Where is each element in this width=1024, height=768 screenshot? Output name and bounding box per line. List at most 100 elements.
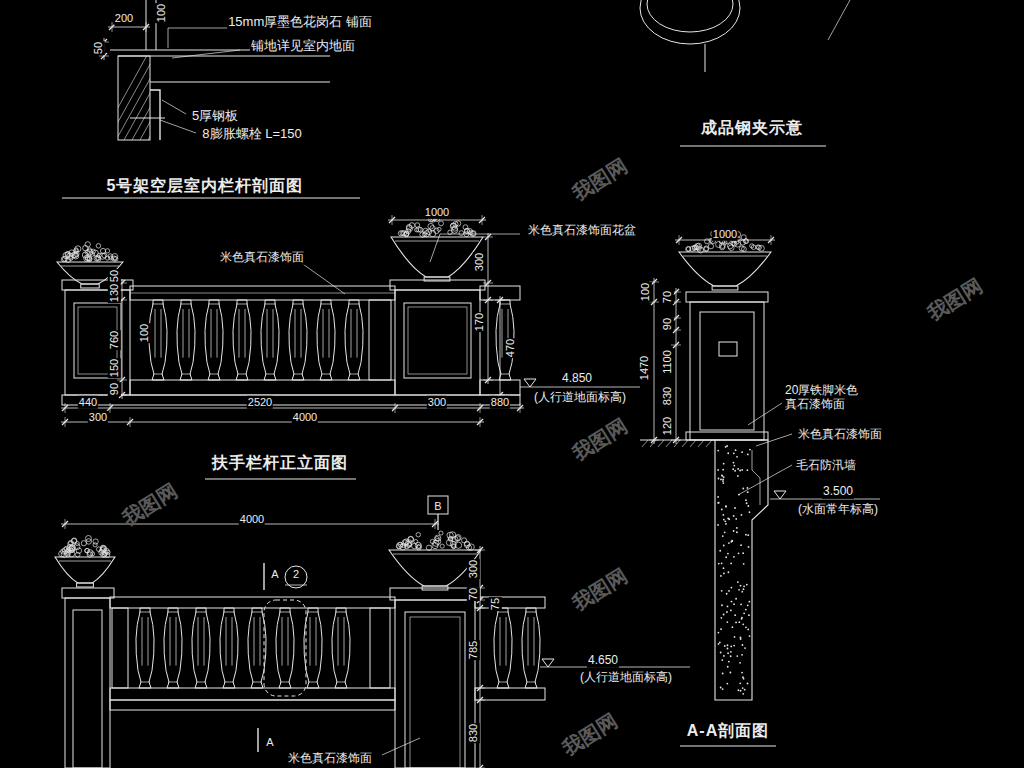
dim-ext [679, 235, 680, 245]
dimension-text-anchor: 300 [88, 407, 108, 425]
rubble-dot [742, 687, 744, 689]
dimension-text-anchor: 150 [104, 358, 122, 378]
rubble-dot [737, 468, 739, 470]
rubble-dot [733, 515, 735, 517]
handrail [475, 597, 545, 608]
flute [183, 309, 184, 358]
flute [301, 309, 302, 358]
rubble-dot [736, 527, 738, 529]
flower [452, 536, 458, 542]
collar [292, 304, 304, 305]
flower [439, 221, 444, 226]
collar [153, 374, 163, 375]
watermark: 我图网 [568, 414, 633, 466]
rubble-dot [742, 488, 744, 490]
dim-ext [475, 608, 485, 609]
flute [211, 309, 212, 358]
flower [93, 250, 99, 256]
dimension-text: 120 [661, 416, 674, 436]
dimension-text: 830 [467, 723, 480, 743]
flower [467, 228, 472, 233]
collar [196, 682, 206, 683]
collar [264, 304, 276, 305]
rubble-dot [722, 482, 724, 484]
flower [743, 239, 747, 243]
rubble-dot [734, 636, 736, 638]
drawing-title-anchor: 成品钢夹示意 [700, 119, 804, 137]
rubble-dot [734, 614, 736, 616]
bowl-rim [59, 561, 111, 562]
dimension-text: 100 [639, 282, 652, 302]
flower [105, 249, 109, 253]
annotation: 5厚钢板 [191, 109, 239, 124]
rubble-dot [743, 563, 745, 565]
rubble-dot [740, 638, 742, 640]
dim-ext [65, 417, 66, 427]
dimension-text: 100 [155, 3, 168, 23]
collar [497, 612, 509, 613]
clamp-ring [647, 0, 733, 32]
flute [148, 617, 149, 666]
collar [525, 612, 537, 613]
hatch-line [148, 56, 150, 140]
rubble-dot [724, 645, 726, 647]
flower [751, 245, 756, 250]
dim-line [388, 220, 486, 221]
flute [273, 309, 274, 358]
flower [704, 239, 709, 244]
annotation-anchor: (人行道地面标高) [579, 667, 673, 685]
hatch-line [140, 56, 150, 140]
section-mark-letter: A [270, 568, 279, 581]
baluster [177, 300, 195, 380]
collar [208, 304, 220, 305]
rubble-dot [748, 546, 750, 548]
rubble-dot [723, 545, 725, 547]
detail-circle [285, 566, 307, 588]
rubble-dot [746, 502, 748, 504]
annotation: 8膨胀螺栓 L=150 [201, 127, 302, 142]
rubble-dot [745, 626, 747, 628]
collar [224, 682, 234, 683]
dim-ext [771, 235, 772, 245]
rubble-dot [727, 644, 729, 646]
flower [459, 231, 464, 236]
clamp-ring [640, 0, 740, 44]
rubble-dot [735, 598, 737, 600]
watermark: 我图网 [568, 154, 633, 206]
flute [245, 309, 246, 358]
flower [428, 223, 434, 229]
rubble-dot [740, 690, 742, 692]
dimension-text-anchor: 760 [104, 330, 122, 350]
flower [99, 548, 105, 554]
leader [162, 100, 186, 114]
rubble-dot [743, 588, 745, 590]
dimension-text: 150 [108, 358, 121, 378]
flute [357, 309, 358, 358]
dimension-text-anchor: 830 [657, 386, 675, 406]
railing-elevation [57, 215, 640, 479]
pier [395, 290, 480, 395]
bowl-rim [395, 241, 479, 242]
flower [75, 542, 79, 546]
rubble-dot [733, 556, 735, 558]
rubble-dot [720, 652, 722, 654]
rubble-dot [721, 590, 723, 592]
rubble-dot [731, 540, 733, 542]
dimension-text-anchor: 100 [134, 323, 152, 343]
dim-ext [483, 237, 493, 238]
dimension-text-anchor: 50 [104, 269, 122, 283]
rail-post [112, 608, 128, 688]
rubble-dot [722, 480, 724, 482]
rubble-dot [717, 496, 719, 498]
flute [282, 617, 283, 666]
rubble-dot [736, 655, 738, 657]
dim-ext [130, 417, 131, 427]
hatch [118, 56, 150, 140]
drawing-title: 扶手栏杆正立面图 [211, 454, 349, 472]
watermark-anchor: 我图网 [118, 479, 183, 531]
collar [237, 374, 247, 375]
dim-ext [110, 403, 111, 413]
level-mark [524, 379, 536, 387]
rubble-dot [727, 648, 729, 650]
baluster [494, 608, 512, 688]
